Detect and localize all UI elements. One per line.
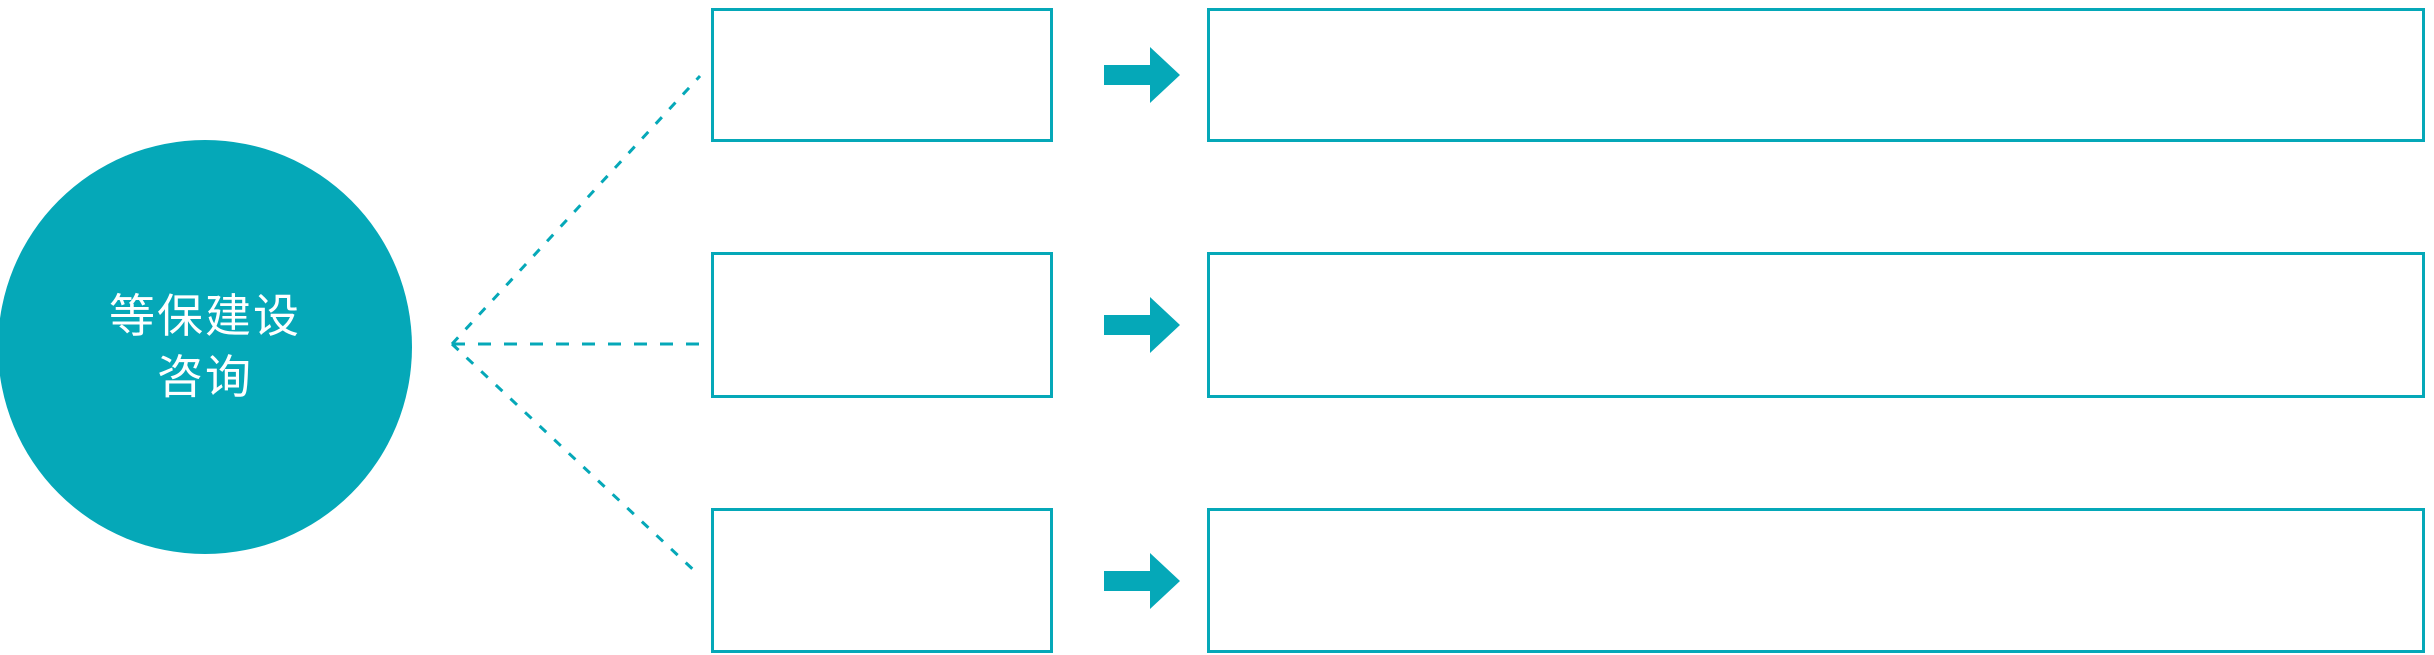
right-arrow-icon-3: [1104, 553, 1180, 609]
connector-line-bottom: [450, 342, 702, 578]
detail-box-3[interactable]: [1207, 508, 2425, 653]
detail-box-1[interactable]: [1207, 8, 2425, 142]
connector-line-top: [450, 74, 702, 346]
hub-circle[interactable]: 等保建设 咨询: [0, 140, 412, 554]
hub-label-line-2: 咨询: [157, 351, 253, 403]
stage-box-1[interactable]: [711, 8, 1053, 142]
detail-box-2[interactable]: [1207, 252, 2425, 398]
right-arrow-icon-2: [1104, 297, 1180, 353]
stage-box-2[interactable]: [711, 252, 1053, 398]
hub-label-line-1: 等保建设: [109, 290, 301, 343]
stage-box-3[interactable]: [711, 508, 1053, 653]
right-arrow-icon-1: [1104, 47, 1180, 103]
